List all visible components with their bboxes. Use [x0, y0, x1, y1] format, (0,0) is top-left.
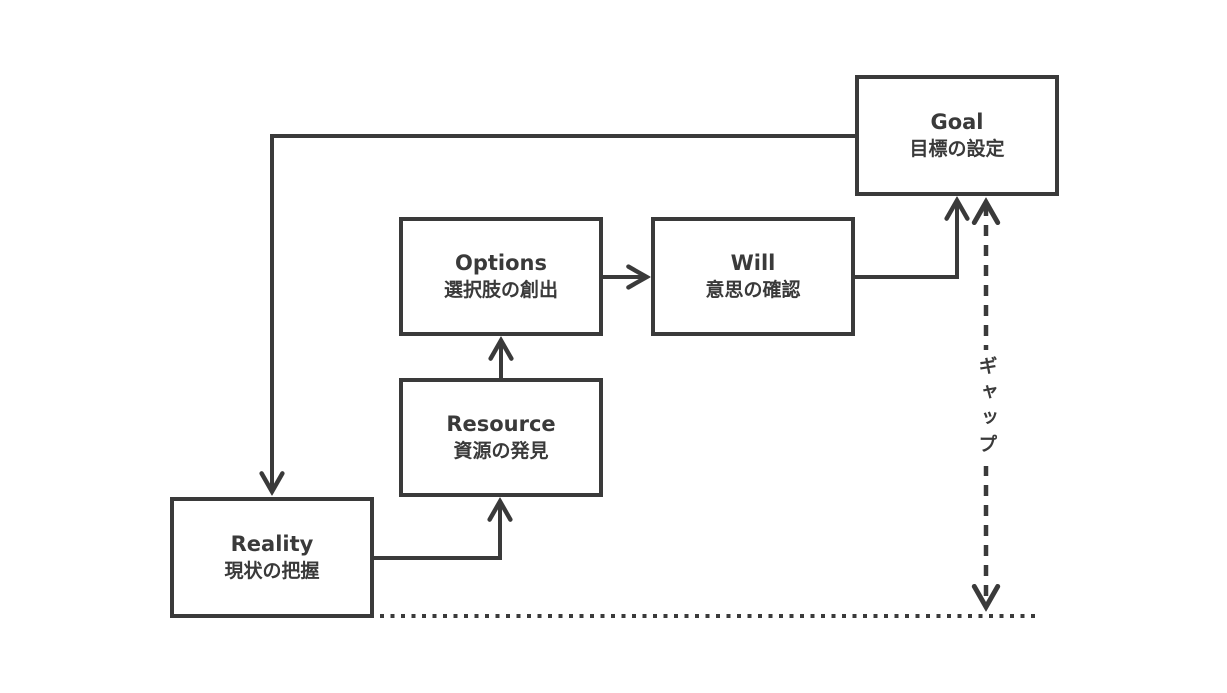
reality-node: Reality 現状の把握 [170, 497, 374, 618]
resource-node: Resource 資源の発見 [399, 378, 603, 497]
gap-label: ギャップ [975, 350, 998, 466]
will-node: Will 意思の確認 [651, 217, 855, 336]
reality-title: Reality [230, 532, 314, 556]
options-node: Options 選択肢の創出 [399, 217, 603, 336]
goal-title: Goal [930, 110, 984, 134]
goal-node: Goal 目標の設定 [855, 75, 1059, 196]
options-title: Options [455, 251, 547, 275]
arrow-will-to-goal [855, 203, 957, 279]
will-title: Will [730, 251, 776, 275]
arrow-goal-to-reality [272, 134, 855, 489]
reality-subtitle: 現状の把握 [224, 560, 320, 583]
will-subtitle: 意思の確認 [705, 279, 801, 302]
arrow-reality-to-resource [373, 504, 500, 560]
resource-subtitle: 資源の発見 [453, 440, 549, 463]
resource-title: Resource [446, 412, 556, 436]
goal-subtitle: 目標の設定 [909, 138, 1005, 161]
options-subtitle: 選択肢の創出 [443, 279, 558, 302]
